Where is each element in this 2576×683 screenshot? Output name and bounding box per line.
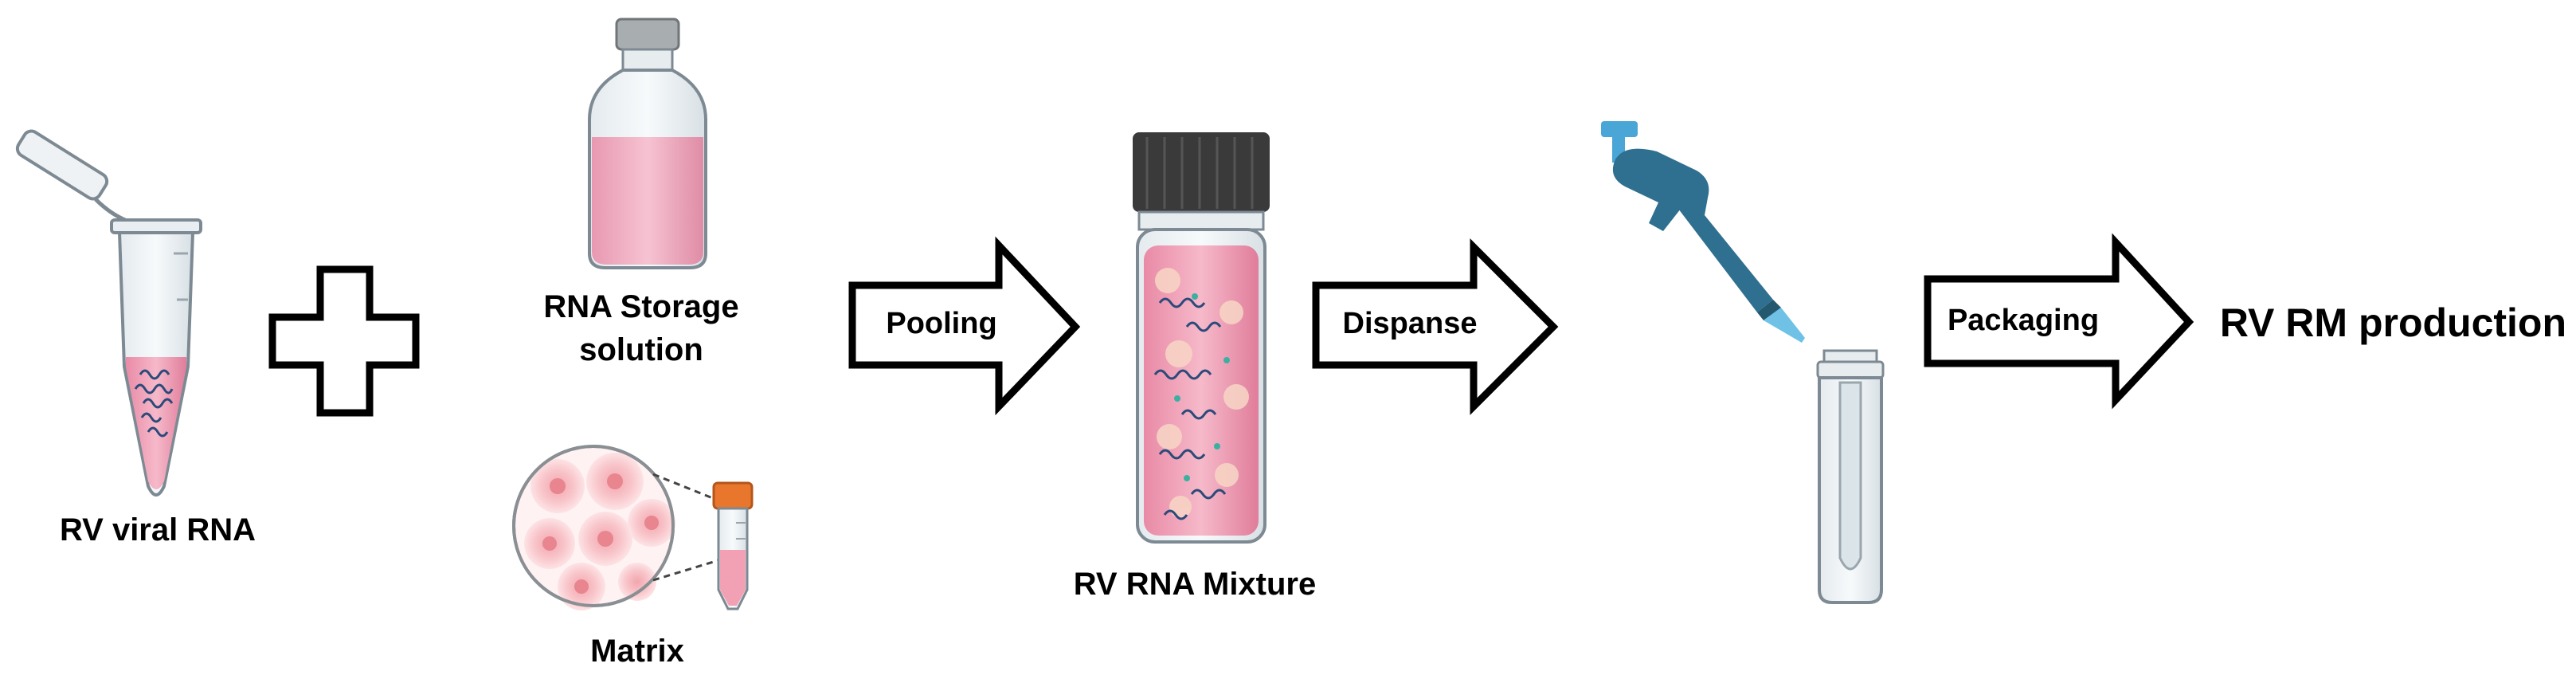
label-pooling: Pooling (886, 307, 996, 340)
pooling-arrow (848, 236, 1081, 416)
rna-strands-icon (1153, 297, 1227, 520)
label-dispanse: Dispanse (1343, 307, 1478, 340)
label-rna-storage-line2: solution (579, 332, 703, 367)
packaging-arrow (1924, 233, 2194, 410)
label-matrix: Matrix (590, 634, 684, 669)
rna-strands-icon (134, 369, 174, 438)
plus-icon (268, 265, 420, 417)
matrix-tube-icon (712, 481, 754, 610)
storage-bottle-icon (588, 18, 707, 269)
small-tube-icon (1816, 349, 1885, 604)
dispanse-arrow (1312, 238, 1559, 415)
mixture-vial-icon (1133, 132, 1270, 544)
matrix-cells-icon (512, 445, 727, 610)
pipette-icon (1601, 121, 1805, 343)
label-rna-storage-line1: RNA Storage (543, 289, 738, 324)
label-packaging: Packaging (1948, 304, 2099, 337)
microtube-icon (15, 129, 202, 497)
label-rv-rm-production: RV RM production (2220, 300, 2566, 345)
label-rv-rna-mixture: RV RNA Mixture (1074, 567, 1317, 602)
label-rv-viral-rna: RV viral RNA (60, 512, 256, 548)
